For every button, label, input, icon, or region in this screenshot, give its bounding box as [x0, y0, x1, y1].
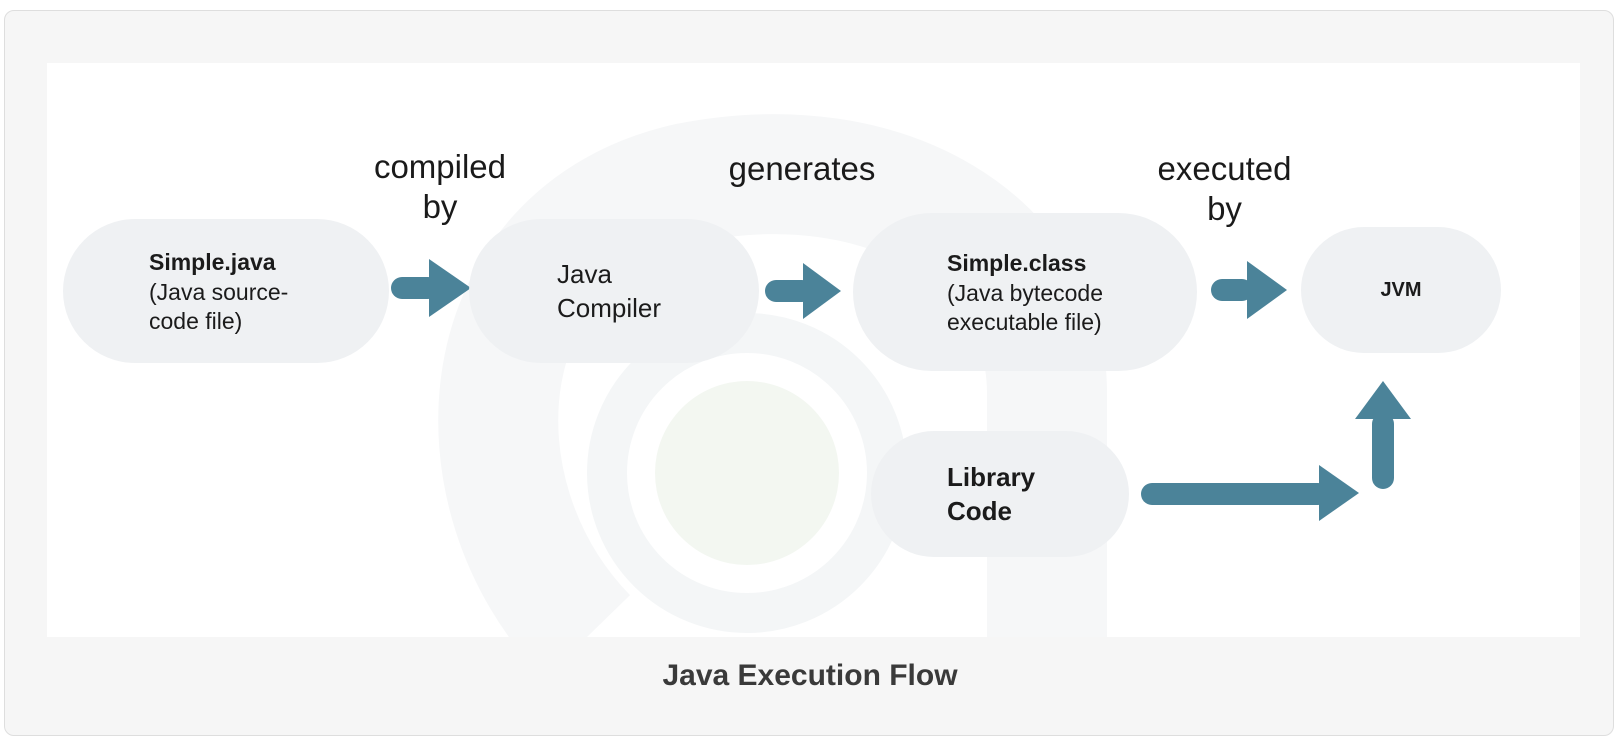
- figure-card: compiled by generates executed by Simple…: [4, 10, 1614, 736]
- node-simple-java: Simple.java (Java source-code file): [63, 219, 389, 363]
- flow-arrows: [391, 259, 1411, 521]
- arrow-library-up: [1355, 381, 1411, 489]
- edge-label-generates: generates: [728, 150, 876, 187]
- arrow-library-right: [1141, 465, 1359, 521]
- node-simple-class: Simple.class (Java bytecode executable f…: [853, 213, 1197, 371]
- node-simple-java-title: Simple.java: [149, 248, 276, 275]
- node-java-compiler-label: Java Compiler: [557, 259, 662, 323]
- node-jvm-title: JVM: [1380, 278, 1422, 301]
- arrow-compiler-to-bytecode: [765, 263, 841, 319]
- node-jvm: JVM: [1301, 227, 1501, 353]
- edge-label-executed: executed by: [1157, 150, 1292, 227]
- arrow-bytecode-to-jvm: [1211, 261, 1287, 319]
- figure-caption: Java Execution Flow: [662, 659, 958, 692]
- node-simple-class-title: Simple.class: [947, 249, 1087, 276]
- edge-label-compiled: compiled by: [373, 148, 507, 225]
- node-simple-class-desc: (Java bytecode executable file): [947, 279, 1103, 335]
- node-java-compiler: Java Compiler: [469, 219, 759, 363]
- diagram-figure: compiled by generates executed by Simple…: [47, 63, 1580, 637]
- node-simple-java-desc: (Java source-code file): [149, 278, 289, 334]
- node-library-code: Library Code: [871, 431, 1129, 557]
- arrow-source-to-compiler: [391, 259, 471, 317]
- node-library-code-title: Library Code: [947, 462, 1036, 526]
